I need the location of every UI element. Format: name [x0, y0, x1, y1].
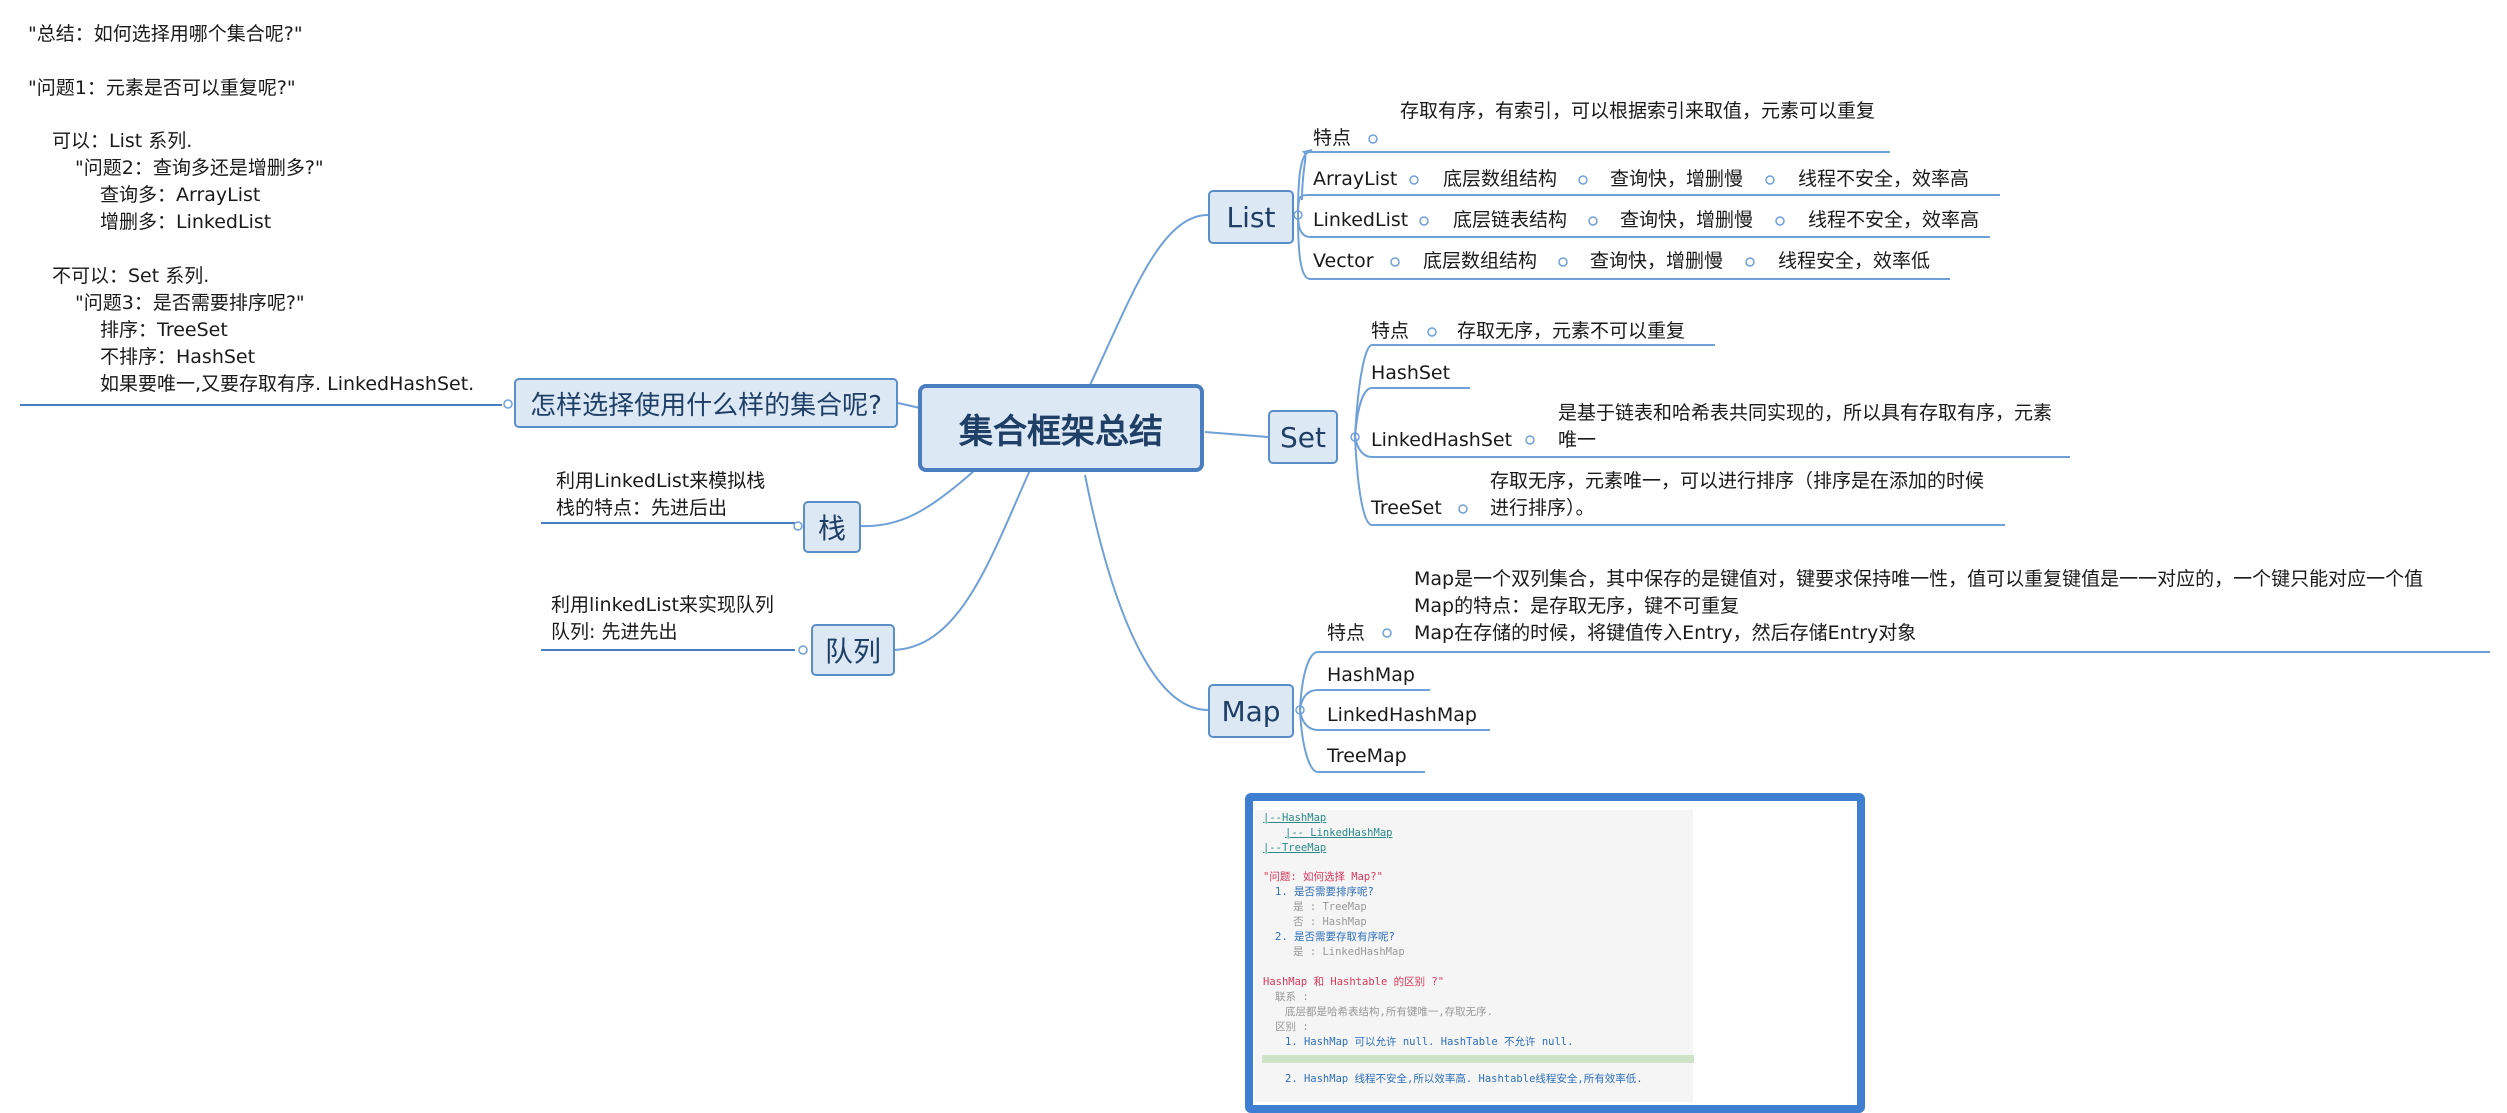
note-no-sort: 不排序：HashSet	[100, 346, 256, 368]
treeset-note: 存取无序，元素唯一，可以进行排序（排序是在添加的时候进行排序）。	[1490, 470, 1985, 519]
code-difference: 区别 :	[1275, 1021, 1309, 1033]
arraylist-thread: 线程不安全，效率高	[1798, 168, 1970, 190]
link-choose	[897, 402, 921, 409]
link-stack	[859, 469, 976, 528]
queue-note-2: 队列: 先进先出	[551, 621, 678, 643]
linkedhashmap-label[interactable]: LinkedHashMap	[1327, 704, 1477, 726]
code-q1: 1. 是否需要排序呢?	[1275, 886, 1374, 898]
queue-note-1: 利用linkedList来实现队列	[551, 594, 774, 616]
note-can-repeat: 可以：List 系列.	[52, 130, 193, 152]
link-map	[1084, 474, 1209, 711]
code-linkedhashmap: |-- LinkedHashMap	[1285, 827, 1393, 839]
linkedlist-label[interactable]: LinkedList	[1313, 209, 1409, 231]
hashmap-label[interactable]: HashMap	[1327, 664, 1415, 686]
note-question-3: "问题3：是否需要排序呢?"	[75, 292, 305, 314]
code-line-treemap: |--TreeMap	[1263, 841, 1326, 856]
hashset-label[interactable]: HashSet	[1371, 362, 1451, 384]
stack-note-1: 利用LinkedList来模拟栈	[556, 470, 766, 492]
central-topic[interactable]: 集合框架总结	[918, 384, 1204, 472]
arraylist-structure: 底层数组结构	[1443, 168, 1558, 190]
code-note-content	[1255, 810, 1693, 1102]
map-feature-1: Map是一个双列集合，其中保存的是键值对，键要求保持唯一性，值可以重复键值是一一…	[1414, 568, 2424, 590]
note-question-1: "问题1：元素是否可以重复呢?"	[28, 77, 296, 99]
arraylist-performance: 查询快，增删慢	[1610, 168, 1744, 190]
linkedhashset-label[interactable]: LinkedHashSet	[1371, 429, 1513, 451]
stack-note-2: 栈的特点：先进后出	[556, 497, 728, 519]
vector-thread: 线程安全，效率低	[1778, 250, 1931, 272]
note-summary-title: "总结：如何选择用哪个集合呢?"	[28, 23, 303, 45]
code-line-linkedhashmap: |-- LinkedHashMap	[1285, 826, 1392, 841]
link-set	[1204, 431, 1269, 438]
code-treemap: |--TreeMap	[1263, 842, 1327, 854]
code-hashmap: |--HashMap	[1263, 812, 1327, 824]
topic-map[interactable]: Map	[1208, 684, 1294, 738]
code-q2: 2. 是否需要存取有序呢?	[1275, 931, 1395, 943]
code-diff-2: 2. HashMap 线程不安全,所以效率高. Hashtable线程安全,所有…	[1285, 1073, 1643, 1085]
treemap-label[interactable]: TreeMap	[1327, 745, 1407, 767]
link-queue	[892, 469, 1031, 651]
map-feature-label: 特点	[1327, 622, 1366, 644]
code-separator	[1262, 1055, 1694, 1063]
code-q1-yes: 是 : TreeMap	[1293, 901, 1367, 913]
set-feature-label: 特点	[1371, 320, 1410, 342]
list-feature-text: 存取有序，有索引，可以根据索引来取值，元素可以重复	[1400, 100, 1876, 122]
topic-how-to-choose[interactable]: 怎样选择使用什么样的集合呢?	[514, 378, 898, 428]
linkedhashset-note: 是基于链表和哈希表共同实现的，所以具有存取有序，元素唯一	[1558, 402, 2053, 451]
vector-label[interactable]: Vector	[1313, 250, 1374, 272]
topic-list[interactable]: List	[1208, 190, 1294, 244]
linkedlist-thread: 线程不安全，效率高	[1808, 209, 1980, 231]
link-list	[1089, 214, 1209, 386]
arraylist-label[interactable]: ArrayList	[1313, 168, 1398, 190]
note-query-more: 查询多：ArrayList	[100, 184, 261, 206]
code-relation: 联系 :	[1275, 991, 1309, 1003]
note-no-repeat: 不可以：Set 系列.	[52, 265, 210, 287]
topic-set[interactable]: Set	[1268, 410, 1338, 464]
topic-queue[interactable]: 队列	[811, 624, 895, 676]
vector-structure: 底层数组结构	[1423, 250, 1538, 272]
set-feature-text: 存取无序，元素不可以重复	[1457, 320, 1686, 342]
code-diff-1: 1. HashMap 可以允许 null. HashTable 不允许 null…	[1285, 1036, 1574, 1048]
map-feature-3: Map在存储的时候，将键值传入Entry，然后存储Entry对象	[1414, 622, 1917, 644]
code-q2-yes: 是 : LinkedHashMap	[1293, 946, 1405, 958]
linkedlist-performance: 查询快，增删慢	[1620, 209, 1754, 231]
code-question-title: "问题: 如何选择 Map?"	[1263, 871, 1383, 883]
map-feature-2: Map的特点：是存取无序，键不可重复	[1414, 595, 1740, 617]
code-line-hashmap: |--HashMap	[1263, 811, 1326, 826]
note-sort: 排序：TreeSet	[100, 319, 228, 341]
code-relation-text: 底层都是哈希表结构,所有键唯一,存取无序.	[1285, 1006, 1493, 1018]
vector-performance: 查询快，增删慢	[1590, 250, 1724, 272]
linkedlist-structure: 底层链表结构	[1453, 209, 1568, 231]
note-add-delete-more: 增删多：LinkedList	[100, 211, 272, 233]
treeset-label[interactable]: TreeSet	[1371, 497, 1442, 519]
note-question-2: "问题2：查询多还是增删多?"	[75, 157, 324, 179]
note-unique-ordered: 如果要唯一,又要存取有序. LinkedHashSet.	[100, 373, 475, 395]
list-feature-label: 特点	[1313, 127, 1352, 149]
code-compare-title: HashMap 和 Hashtable 的区别 ?"	[1263, 976, 1445, 988]
code-q1-no: 否 : HashMap	[1293, 916, 1367, 928]
topic-stack[interactable]: 栈	[803, 501, 861, 553]
